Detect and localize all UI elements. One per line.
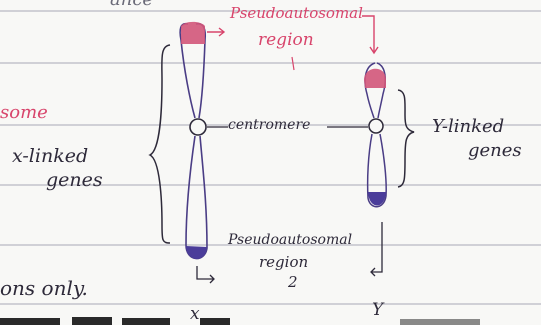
pseudo-bottom-arrow-x bbox=[197, 266, 214, 283]
x-lower-arm bbox=[186, 136, 207, 259]
pseudoautosomal-bottom-label: Pseudoautosomal bbox=[228, 233, 352, 247]
y-linked-genes-label: genes bbox=[468, 142, 522, 160]
x-linked-genes-label: genes bbox=[46, 171, 103, 190]
y-linked-brace bbox=[398, 90, 414, 187]
bottom-scribble bbox=[0, 317, 480, 325]
pseudo-top-arrow-x bbox=[207, 28, 224, 36]
y-linked-label: Y-linked bbox=[432, 118, 504, 136]
centromere-label: centromere bbox=[228, 118, 310, 132]
scribble-block bbox=[122, 318, 170, 325]
pseudoautosomal-top-region-label: region bbox=[258, 32, 314, 49]
partial-left-text: some bbox=[0, 104, 48, 122]
scribble-block bbox=[0, 318, 60, 325]
pseudoautosomal-bottom-number: 2 bbox=[288, 275, 298, 290]
y-chromosome-label: Y bbox=[372, 302, 383, 319]
x-pseudoautosomal-tip-bottom bbox=[186, 246, 207, 259]
pseudo-bottom-arrow-y bbox=[371, 222, 382, 276]
x-centromere bbox=[190, 119, 206, 135]
scribble-block bbox=[200, 318, 230, 325]
scribble-block bbox=[400, 319, 480, 325]
x-chromosome bbox=[180, 22, 207, 259]
x-pseudoautosomal-tip-top bbox=[181, 22, 205, 44]
partial-bottom-text: ons only. bbox=[0, 278, 88, 298]
pseudoautosomal-bottom-region-label: region bbox=[259, 255, 308, 270]
partial-heading-text: ance bbox=[110, 0, 153, 9]
x-linked-label: x-linked bbox=[12, 147, 88, 166]
pseudoautosomal-top-label: Pseudoautosomal bbox=[230, 6, 363, 21]
x-linked-brace bbox=[150, 45, 170, 243]
scribble-block bbox=[72, 317, 112, 325]
pseudo-top-arrow-y bbox=[362, 16, 378, 53]
y-centromere bbox=[369, 119, 383, 133]
x-chromosome-label: x bbox=[190, 306, 200, 323]
